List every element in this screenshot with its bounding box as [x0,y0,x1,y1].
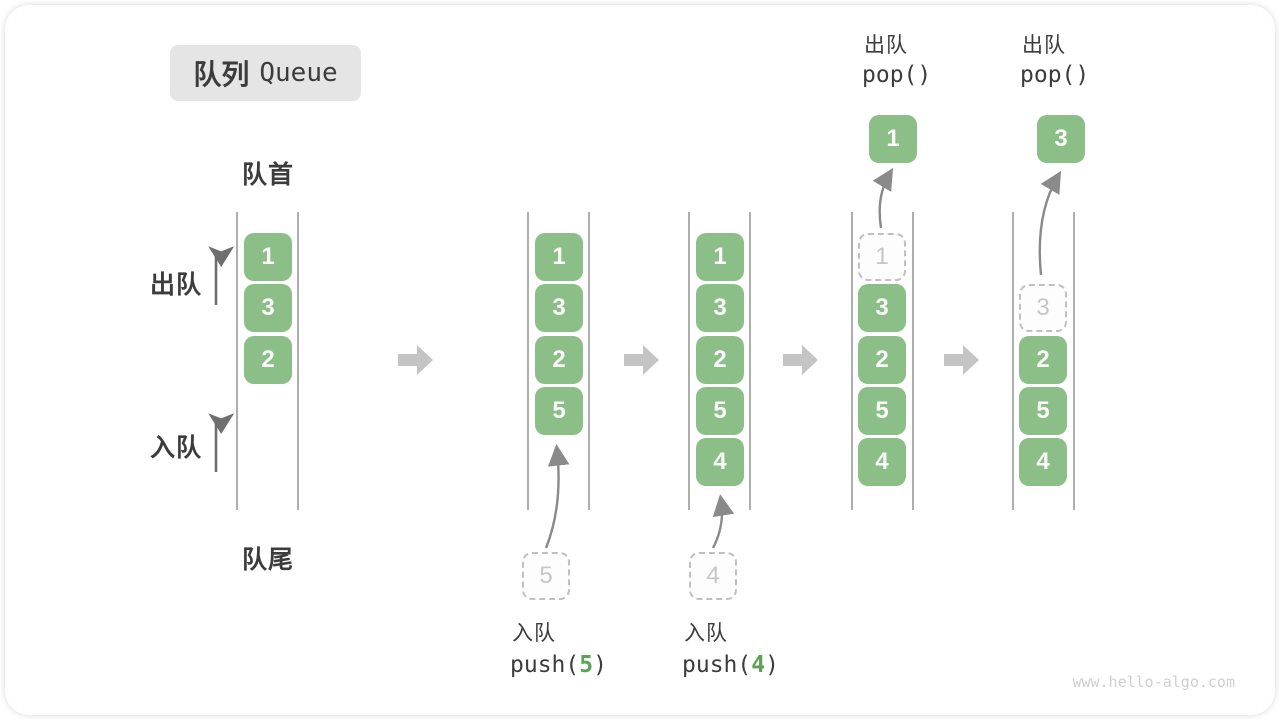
removed-element-ghost: 1 [858,233,906,281]
queue-element: 4 [696,438,744,486]
push-5-op-code: push(5) [510,652,607,678]
code-arg: 4 [751,652,766,678]
queue-element: 3 [535,284,583,332]
popped-element: 1 [869,115,917,163]
stage-arrow-icon [398,345,433,375]
queue-rear-label: 队尾 [241,546,294,574]
pop-3-op-code: pop() [1020,62,1090,88]
title-zh: 队列 [193,59,250,90]
queue-element: 1 [244,233,292,281]
queue-element: 5 [858,387,906,435]
watermark: www.hello-algo.com [1072,673,1235,691]
queue-element: 3 [244,284,292,332]
incoming-element-ghost: 5 [522,552,570,600]
queue-element: 2 [858,336,906,384]
push-5-op-label: 入队 [512,622,556,645]
push-5-arrow-icon [544,444,570,549]
queue-element: 4 [1019,438,1067,486]
queue-element: 1 [696,233,744,281]
pop-1-op-label: 出队 [864,34,908,57]
code-close: ) [765,652,779,678]
popped-element: 3 [1037,115,1085,163]
queue-element: 3 [858,284,906,332]
pop-3-arrow-icon [1038,170,1062,276]
code-fn: push( [510,652,580,678]
queue-container-1 [236,212,299,510]
pop-3-op-label: 出队 [1022,34,1066,57]
queue-element: 5 [696,387,744,435]
removed-element-ghost: 3 [1019,284,1067,332]
queue-front-label: 队首 [241,161,294,189]
code-close: ) [593,652,607,678]
title-en: Queue [259,58,338,88]
queue-container-3 [688,212,751,510]
queue-element: 2 [1019,336,1067,384]
queue-element: 2 [535,336,583,384]
push-4-arrow-icon [711,494,735,549]
queue-container-4 [851,212,914,510]
queue-element: 5 [535,387,583,435]
queue-element: 1 [535,233,583,281]
code-arg: 5 [579,652,594,678]
push-4-op-code: push(4) [682,652,779,678]
queue-element: 5 [1019,387,1067,435]
queue-element: 3 [696,284,744,332]
queue-container-5 [1012,212,1075,510]
queue-element: 4 [858,438,906,486]
code-fn: push( [682,652,752,678]
title-chip: 队列 Queue [170,45,361,101]
queue-element: 2 [244,336,292,384]
stage-arrow-icon [783,345,818,375]
pop-1-op-code: pop() [862,62,932,88]
push-4-op-label: 入队 [684,622,728,645]
queue-container-2 [527,212,590,510]
stage-arrow-icon [944,345,979,375]
queue-element: 2 [696,336,744,384]
dequeue-label: 出队 [150,271,203,299]
incoming-element-ghost: 4 [689,552,737,600]
pop-1-arrow-icon [872,167,894,229]
enqueue-label: 入队 [150,434,203,462]
stage-arrow-icon [624,345,659,375]
